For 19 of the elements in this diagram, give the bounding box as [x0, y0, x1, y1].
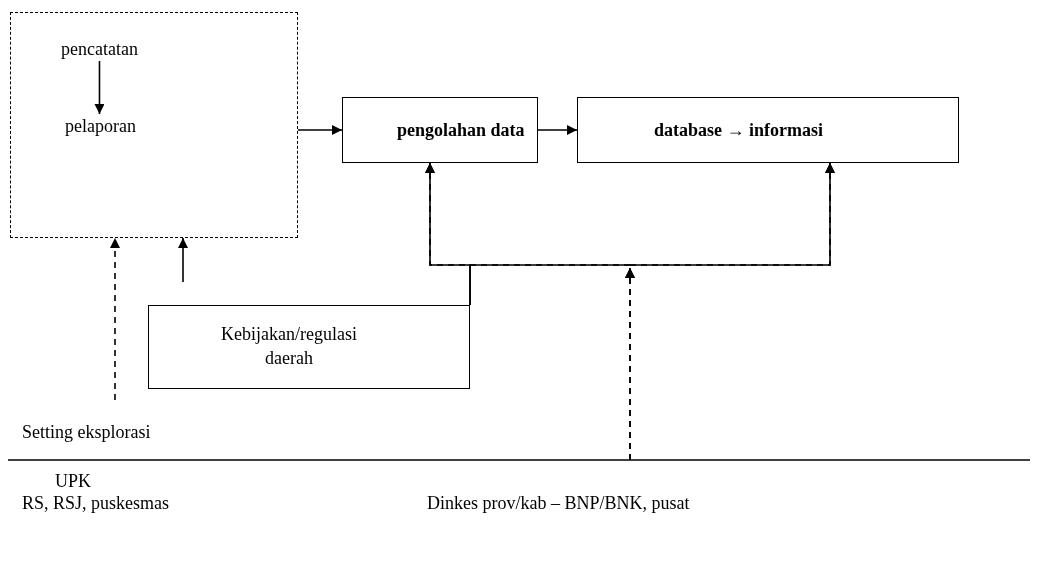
arrow: [94, 60, 105, 115]
process-box: [342, 97, 538, 163]
box-label: pengolahan data: [397, 119, 525, 142]
note-text: Setting eksplorasi: [22, 421, 151, 443]
box-label: Kebijakan/regulasi daerah: [220, 323, 358, 370]
process-box: [577, 97, 959, 163]
arrow: [178, 237, 188, 283]
node-text: pencatatan: [61, 37, 138, 61]
box-label: database → informasi: [654, 119, 823, 142]
note-text: UPK: [55, 470, 91, 492]
node-text: pelaporan: [65, 114, 136, 138]
note-text: RS, RSJ, puskesmas: [22, 492, 170, 514]
arrow: [110, 237, 120, 401]
process-box: [148, 305, 470, 389]
dashed-group-box: [10, 12, 298, 238]
arrow: [537, 125, 578, 135]
note-text: Dinkes prov/kab – BNP/BNK, pusat: [427, 492, 690, 514]
arrow: [297, 125, 343, 135]
arrow: [625, 162, 835, 461]
